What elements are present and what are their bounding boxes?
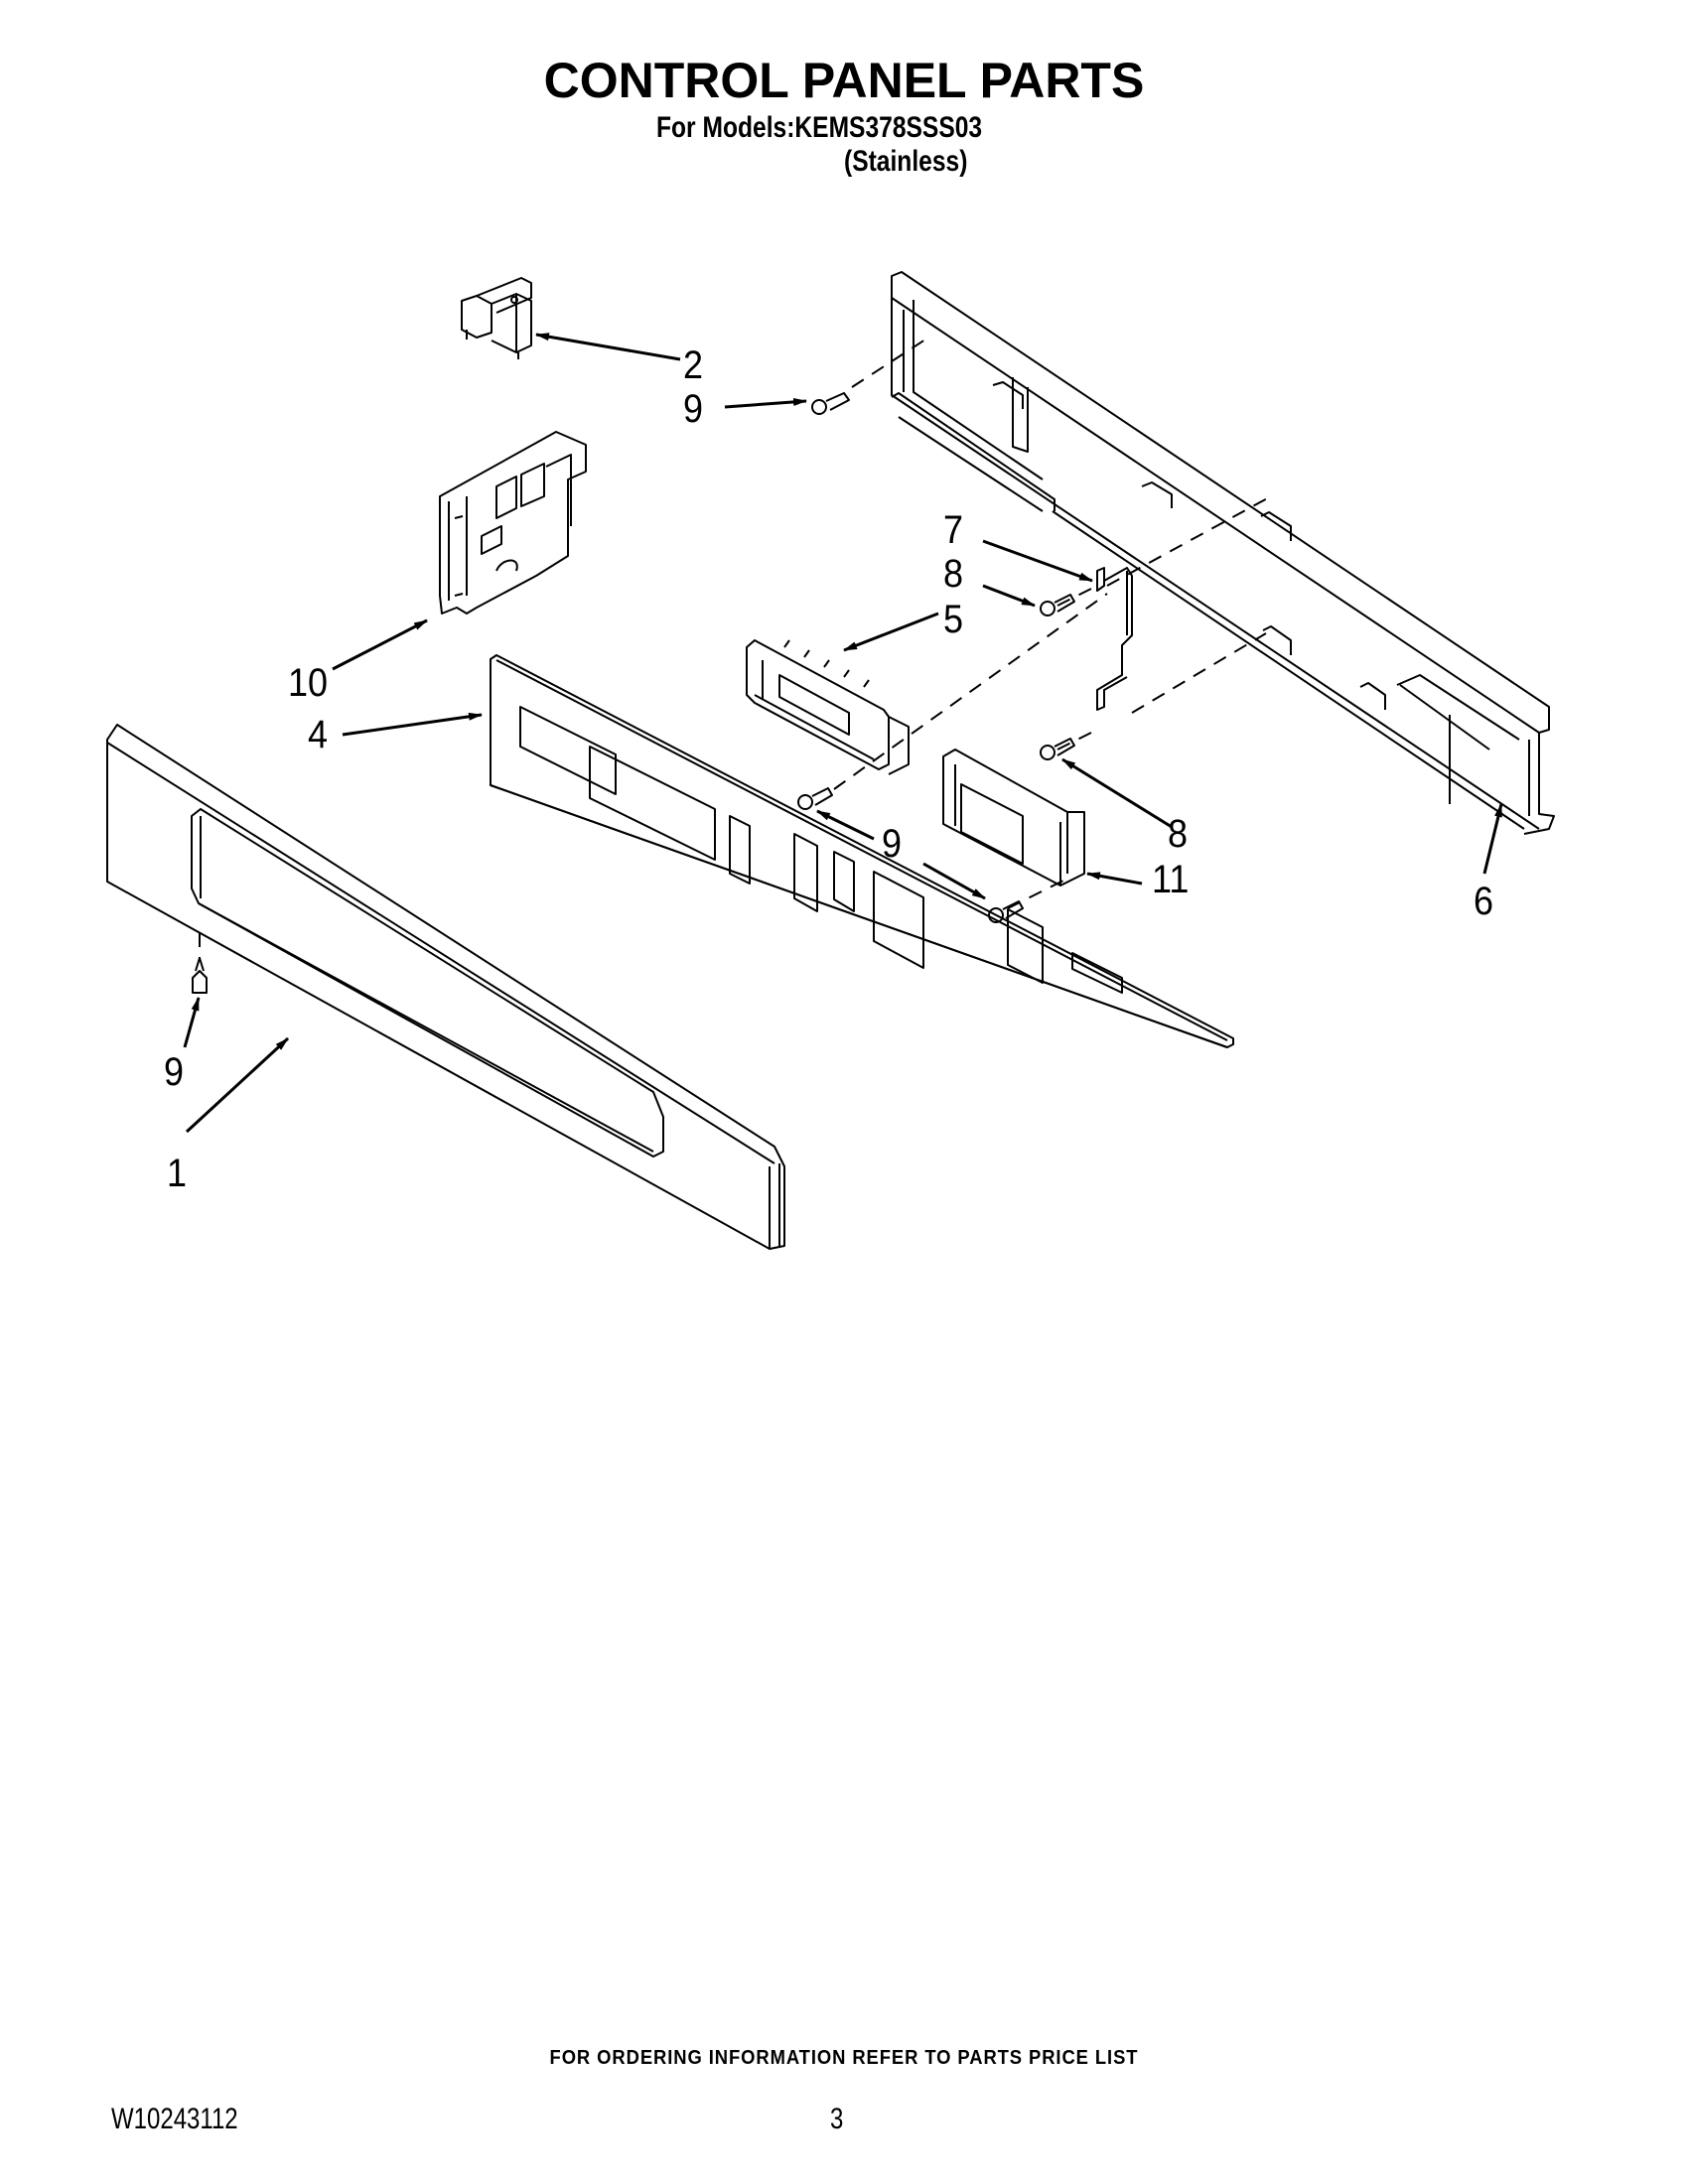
callout-2: 2 [683,343,704,387]
control-board-upper-part [746,639,910,775]
screw-9-bottom [192,957,208,994]
callout-7: 7 [943,508,964,552]
callout-5: 5 [943,598,964,641]
screw-9-mid [797,787,833,810]
control-panel-trim-part [106,724,785,1250]
screw-9-lower [988,900,1024,923]
finish-label: (Stainless) [844,145,968,178]
callout-9-bottom: 9 [164,1050,185,1094]
ordering-note: FOR ORDERING INFORMATION REFER TO PARTS … [549,2047,1139,2069]
membrane-panel-part [490,654,1234,1048]
callout-8-lower: 8 [1168,812,1189,856]
callout-9-top: 9 [683,387,704,431]
relay-part [461,277,532,359]
alignment-lines [199,337,1272,958]
callout-1: 1 [167,1152,188,1195]
callout-4: 4 [308,713,329,756]
power-board-part [439,431,587,614]
page-title: CONTROL PANEL PARTS [543,53,1145,108]
page-number: 3 [830,2103,844,2135]
callout-8-upper: 8 [943,552,964,596]
frame-part [891,271,1555,835]
document-id: W10243112 [111,2103,238,2135]
callout-10: 10 [288,661,329,705]
callout-6: 6 [1474,880,1494,923]
screw-8-lower [1040,738,1075,760]
screw-8-upper [1040,594,1075,616]
screw-9-top [811,392,850,415]
control-board-lower-part [942,749,1085,887]
models-line: For Models:KEMS378SSS03 [656,111,983,144]
callout-11: 11 [1152,858,1190,901]
bracket-part [1096,567,1133,711]
callout-9-mid: 9 [882,822,903,866]
leader-arrows [183,333,1503,1134]
